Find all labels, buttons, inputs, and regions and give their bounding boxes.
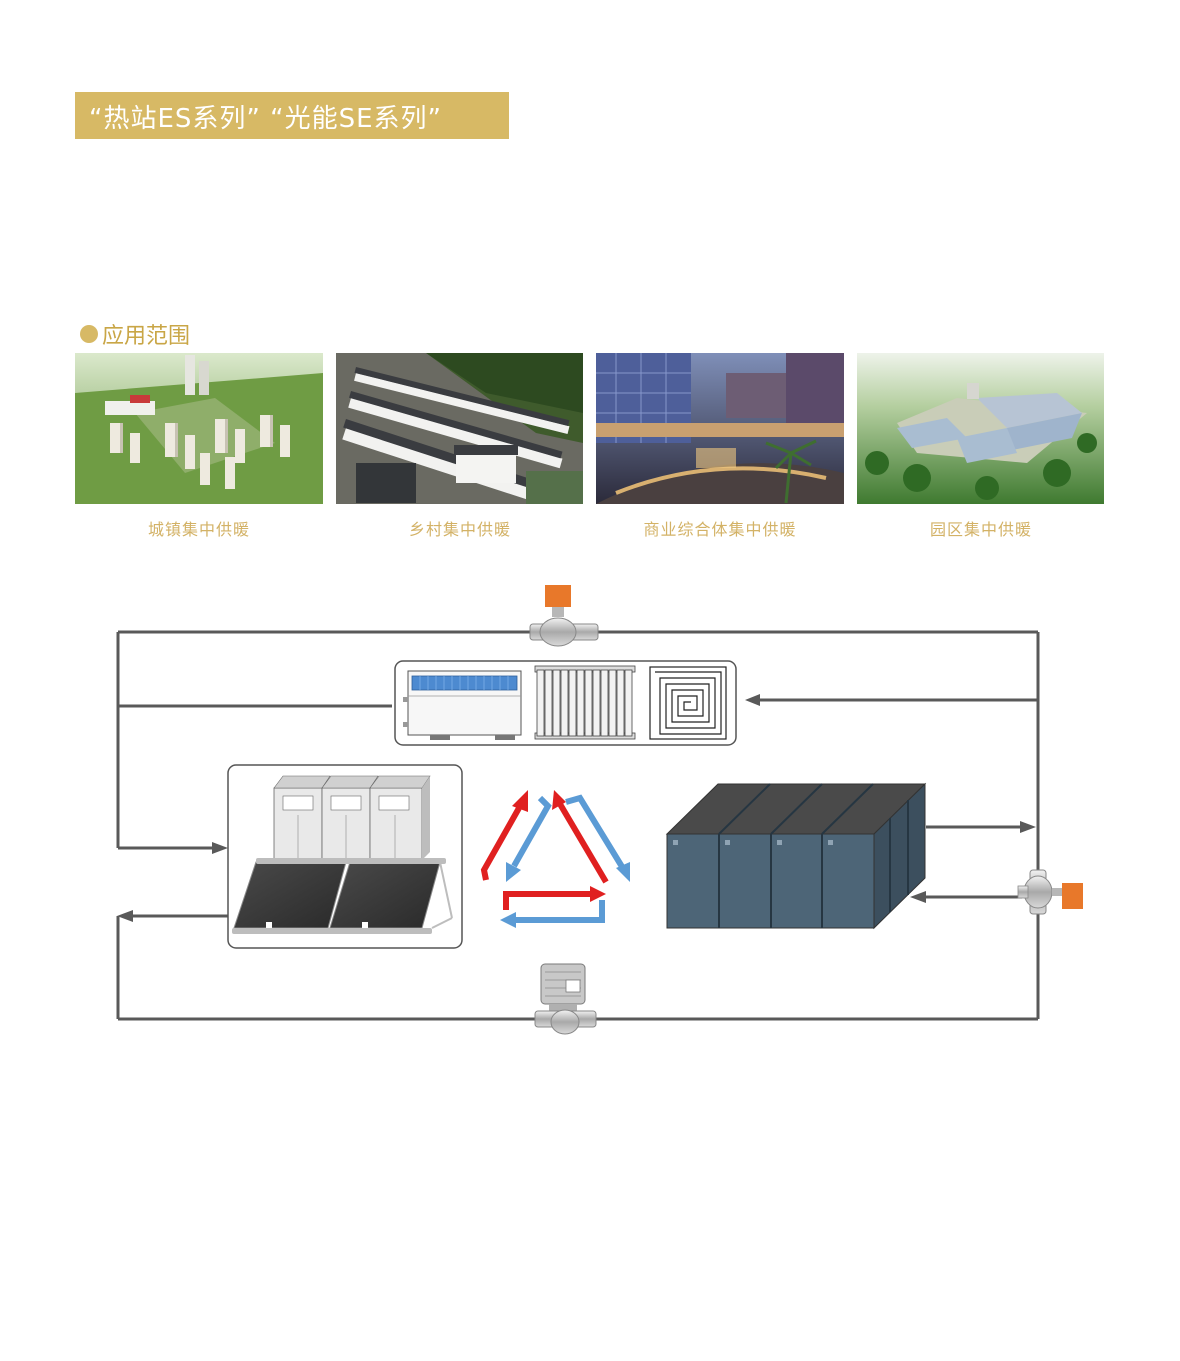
pipe-network: [116, 630, 1040, 1021]
heating-system-diagram: [0, 570, 1180, 1050]
title-banner: “热站ES系列” “光能SE系列”: [75, 92, 509, 139]
industrial-park-photo: [857, 353, 1105, 504]
caption-park: 园区集中供暖: [929, 520, 1032, 539]
page-title: “热站ES系列” “光能SE系列”: [89, 104, 443, 134]
heat-pump-units-icon: [665, 782, 927, 930]
commercial-complex-photo: [596, 353, 844, 504]
radiator-icon: [534, 665, 636, 740]
cycle-arrows-icon: [480, 790, 630, 928]
caption-commercial: 商业综合体集中供暖: [643, 520, 797, 539]
bullet-dot-icon: [80, 325, 98, 343]
boiler-solar-box: [227, 764, 463, 949]
terminal-units-box: [394, 660, 737, 746]
caption-village: 乡村集中供暖: [408, 520, 511, 539]
caption-town: 城镇集中供暖: [147, 520, 250, 539]
floor-heating-coil-icon: [649, 666, 727, 740]
circulation-pump-icon: [534, 963, 597, 1035]
flow-arrow-icons: [117, 626, 1036, 922]
solar-collectors-icon: [232, 858, 453, 934]
fan-coil-unit-icon: [403, 670, 522, 740]
three-way-valve-icon: [1017, 869, 1083, 915]
section-heading: 应用范围: [80, 318, 190, 350]
village-aerial-photo: [336, 353, 584, 504]
section-heading-text: 应用范围: [102, 324, 191, 349]
motorized-valve-icon: [529, 585, 599, 647]
town-aerial-photo: [75, 353, 323, 504]
electric-boiler-cabinets-icon: [273, 775, 431, 861]
